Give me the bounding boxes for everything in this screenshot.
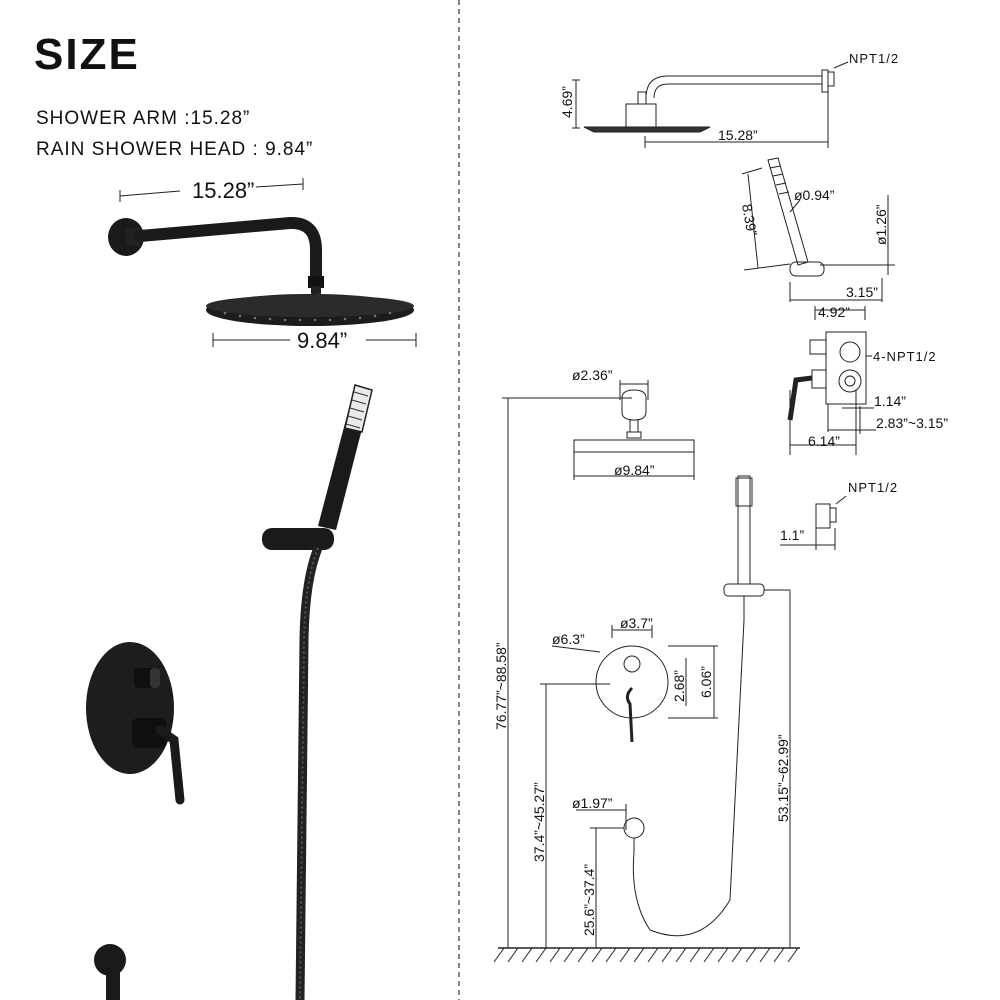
valve-depth-label: 1.14”	[874, 393, 906, 409]
total-height-label: 76.77”~88.58”	[493, 642, 509, 730]
photo-head-diameter-label: 9.84”	[297, 328, 347, 353]
valve-height-label: 37.4”~45.27”	[531, 782, 547, 862]
npt-outlet-label: NPT1/2	[848, 480, 898, 495]
main-elevation	[493, 397, 800, 963]
flange-diameter-label: ø2.36”	[572, 367, 613, 383]
page-title: SIZE	[34, 30, 140, 79]
plate-h1-label: 2.68”	[671, 670, 687, 702]
handheld-diameter-label: ø0.94”	[794, 187, 835, 203]
outlet-height-label: 25.6”~37.4”	[581, 864, 597, 936]
outlet-detail	[780, 495, 847, 550]
wall-outlet-photo	[94, 944, 126, 1000]
arm-length-label: 15.28”	[718, 127, 758, 143]
handheld-length-label: 8.39”	[739, 203, 760, 238]
npt-top-label: NPT1/2	[849, 51, 899, 66]
valve-range-label: 2.83”~3.15”	[876, 415, 948, 431]
head-diameter-label: ø9.84”	[614, 462, 655, 478]
holder-depth-label: 3.15”	[846, 284, 878, 300]
valve-ports-label: 4-NPT1/2	[873, 349, 937, 364]
arm-height-label: 4.69”	[559, 86, 575, 118]
head-front-view	[573, 380, 695, 480]
handheld-photo	[262, 384, 373, 1000]
holder-diameter-label: ø1.26”	[873, 204, 889, 245]
rain-head-photo	[206, 294, 414, 326]
handheld-detail	[741, 157, 895, 302]
outlet-depth-label: 1.1”	[780, 527, 804, 543]
big-plate-label: ø6.3”	[552, 631, 585, 647]
valve-side-view	[787, 306, 876, 455]
spec-rain-shower-head: RAIN SHOWER HEAD : 9.84”	[36, 139, 314, 160]
shower-arm-photo	[108, 217, 324, 294]
small-plate-label: ø3.7”	[620, 615, 653, 631]
spec-shower-arm: SHOWER ARM :15.28”	[36, 108, 251, 129]
plate-h2-label: 6.06”	[698, 666, 714, 698]
technical-drawing	[572, 61, 849, 148]
outlet-diameter-label: ø1.97”	[572, 795, 613, 811]
valve-total-label: 6.14”	[808, 433, 840, 449]
photo-arm-length-label: 15.28”	[192, 178, 254, 203]
valve-plate-photo	[86, 642, 185, 805]
valve-width-label: 4.92”	[818, 304, 850, 320]
slide-height-label: 53.15”~62.99”	[775, 734, 791, 822]
arm-side-view	[572, 61, 849, 148]
product-illustration: 15.28” 9.84”	[86, 178, 417, 1000]
